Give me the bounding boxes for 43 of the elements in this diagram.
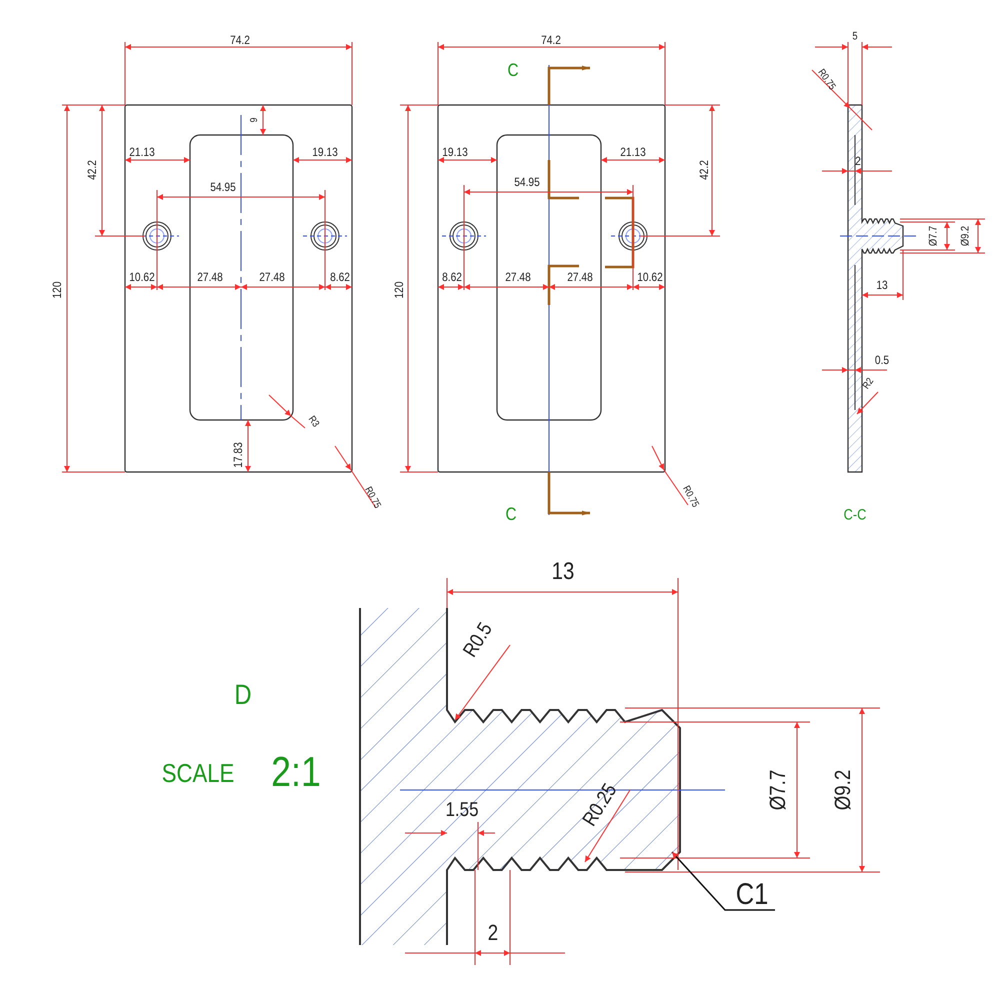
dimension-text: 2 [488, 922, 498, 944]
dimension-text: 42.2 [698, 160, 710, 180]
dimension-text: 19.13 [442, 146, 468, 158]
dimension-text: 17.83 [232, 442, 244, 468]
dimension-text: R0.75 [680, 484, 700, 510]
dimension-text: 54.95 [210, 181, 236, 193]
dimension-text: 54.95 [514, 176, 540, 188]
dimension-text: C1 [736, 880, 768, 910]
dimension-text: 74.2 [541, 34, 561, 46]
dimension-text: 120 [393, 281, 405, 299]
dimension-text: 27.48 [505, 271, 531, 283]
dimension-text: 10.62 [637, 271, 663, 283]
dimension-text: 13 [876, 279, 888, 291]
dimension-text: Ø7.7 [928, 226, 940, 246]
dimension-text: 2 [855, 155, 861, 167]
section-mark: C [507, 61, 519, 79]
dimension-text: 27.48 [197, 271, 223, 283]
dimension-text: 21.13 [620, 146, 646, 158]
dimension-text: 21.13 [129, 146, 155, 158]
dimension-text: R2 [862, 376, 876, 392]
dimension-text: 13 [552, 560, 574, 584]
dimension-text: 8.62 [330, 271, 350, 283]
dimension-text: 42.2 [86, 160, 98, 180]
dimension-text: 74.2 [230, 34, 250, 46]
dimension-text: 0.5 [874, 354, 890, 366]
scale-label: SCALE [162, 760, 234, 786]
dimension-text: R3 [306, 414, 320, 430]
scale-ratio: 2:1 [271, 751, 321, 793]
dimension-text: R0.75 [362, 486, 382, 510]
dimension-text: 27.48 [567, 271, 593, 283]
dimension-text: Ø9.2 [960, 226, 972, 246]
view-label: D [234, 681, 252, 709]
view-label: C-C [844, 508, 866, 522]
dimension-text: 19.13 [312, 146, 338, 158]
dimension-text: Ø9.2 [832, 770, 854, 810]
dimension-text: 9 [250, 118, 260, 122]
dimension-text: 8.62 [442, 271, 462, 283]
dimension-text: 27.48 [259, 271, 285, 283]
dimension-text: Ø7.7 [767, 770, 789, 810]
section-mark: C [505, 505, 517, 523]
dimension-text: 120 [51, 281, 63, 299]
dimension-text: 10.62 [129, 271, 155, 283]
dimension-text: 5 [852, 32, 858, 42]
